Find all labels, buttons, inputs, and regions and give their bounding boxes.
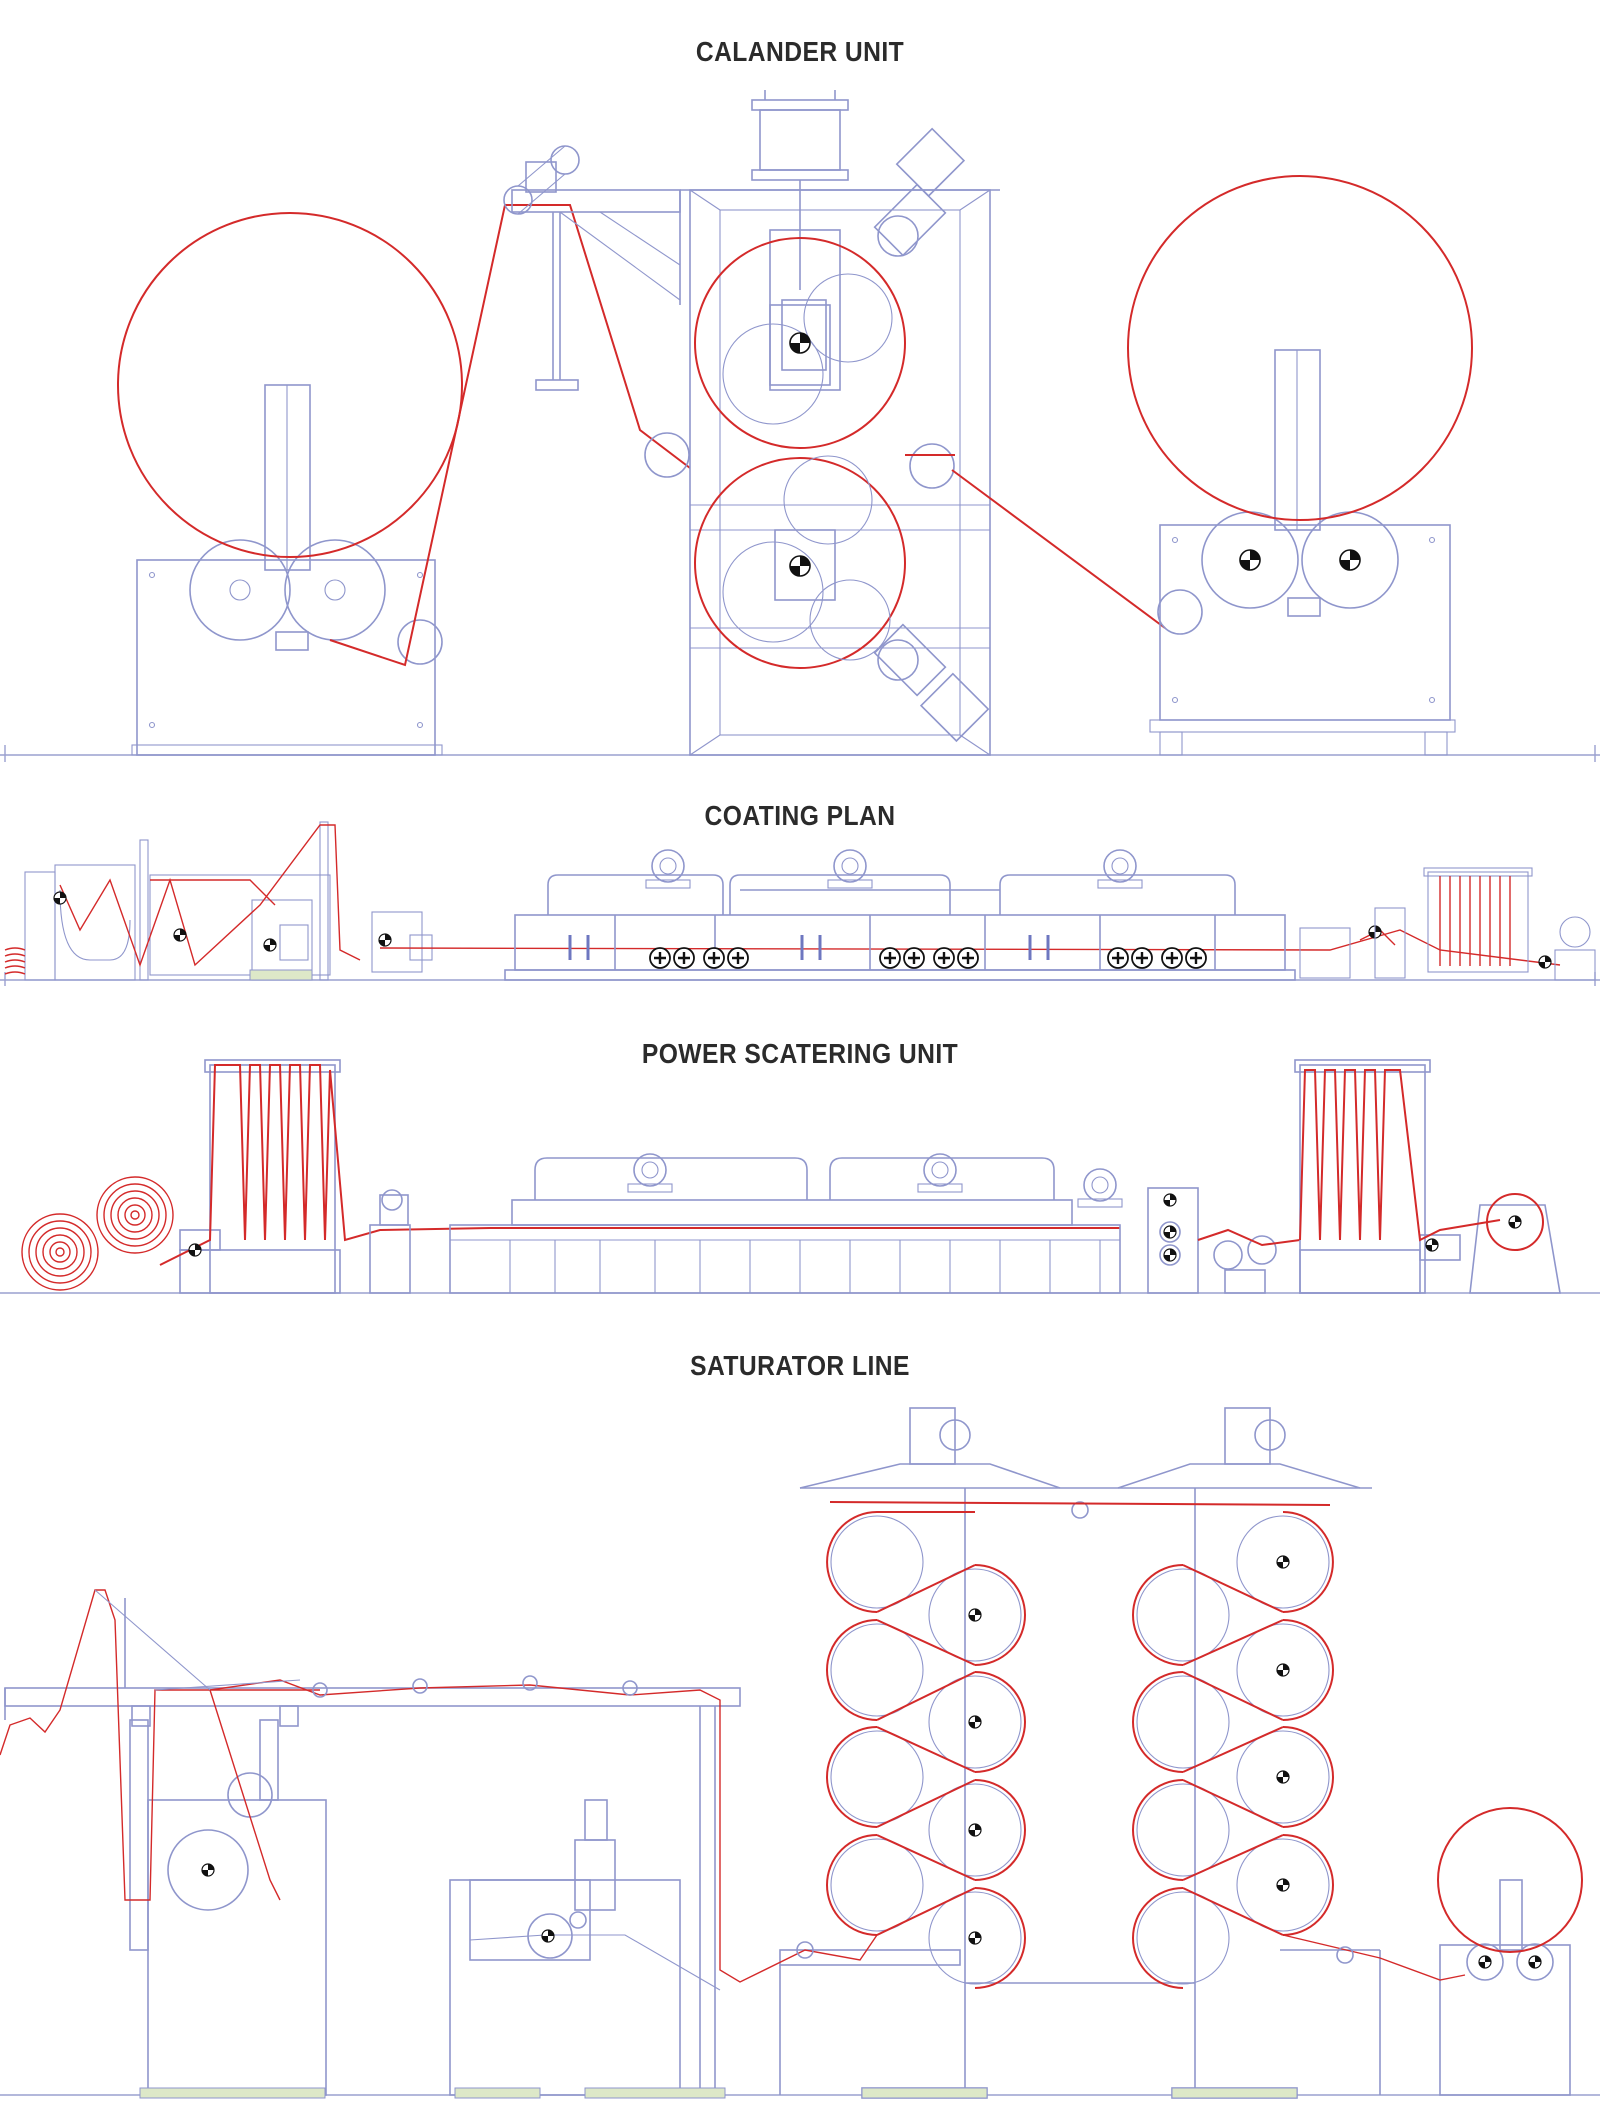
fan-icon bbox=[1077, 1168, 1123, 1208]
overhead-feed-frame bbox=[503, 145, 690, 478]
center-mark-icon bbox=[789, 332, 811, 354]
center-mark-icon bbox=[541, 1929, 555, 1943]
web-path-calander bbox=[329, 204, 691, 667]
fan-icon bbox=[917, 1153, 963, 1193]
fan-icon bbox=[827, 849, 873, 889]
calender-top-roll bbox=[694, 237, 906, 449]
center-mark-icon bbox=[1478, 1955, 1492, 1969]
fan-icon bbox=[627, 1153, 673, 1193]
calander-unit-drawing bbox=[0, 90, 1600, 762]
power-scattering-title: POWER SCATERING UNIT bbox=[641, 1038, 959, 1069]
center-mark-icon bbox=[201, 1863, 215, 1877]
scattering-oven bbox=[449, 1157, 1121, 1294]
roll-icon bbox=[21, 1176, 174, 1291]
fan-icon bbox=[645, 849, 691, 889]
center-mark-icon bbox=[789, 555, 811, 577]
rewind-roll bbox=[1127, 175, 1473, 521]
unwind-roll bbox=[117, 212, 463, 558]
calender-frame bbox=[680, 90, 1000, 756]
center-mark-icon bbox=[1239, 549, 1261, 571]
coating-plan-title: COATING PLAN bbox=[704, 800, 896, 831]
center-mark-icon bbox=[1528, 1955, 1542, 1969]
coating-oven bbox=[504, 874, 1296, 981]
coating-plan-drawing bbox=[0, 821, 1600, 986]
saturator-feed-frame bbox=[4, 1598, 1571, 2096]
center-mark-icon bbox=[1339, 549, 1361, 571]
calander-unit-title: CALANDER UNIT bbox=[695, 36, 905, 67]
center-mark-icon bbox=[648, 946, 1208, 970]
power-scattering-drawing bbox=[0, 1059, 1600, 1294]
fan-icon bbox=[1097, 849, 1143, 889]
saturator-line-title: SATURATOR LINE bbox=[690, 1350, 910, 1381]
unwinder-stand bbox=[131, 384, 443, 756]
saturator-cylinders-left bbox=[826, 1511, 1026, 1989]
saturator-line-drawing bbox=[0, 1407, 1600, 2099]
final-wind-roll bbox=[1437, 1807, 1583, 1953]
rewinder-stand bbox=[1149, 349, 1456, 756]
calender-bottom-roll bbox=[694, 457, 906, 669]
saturator-cylinders-right bbox=[1132, 1511, 1334, 1989]
center-mark-icon bbox=[1508, 1215, 1522, 1229]
